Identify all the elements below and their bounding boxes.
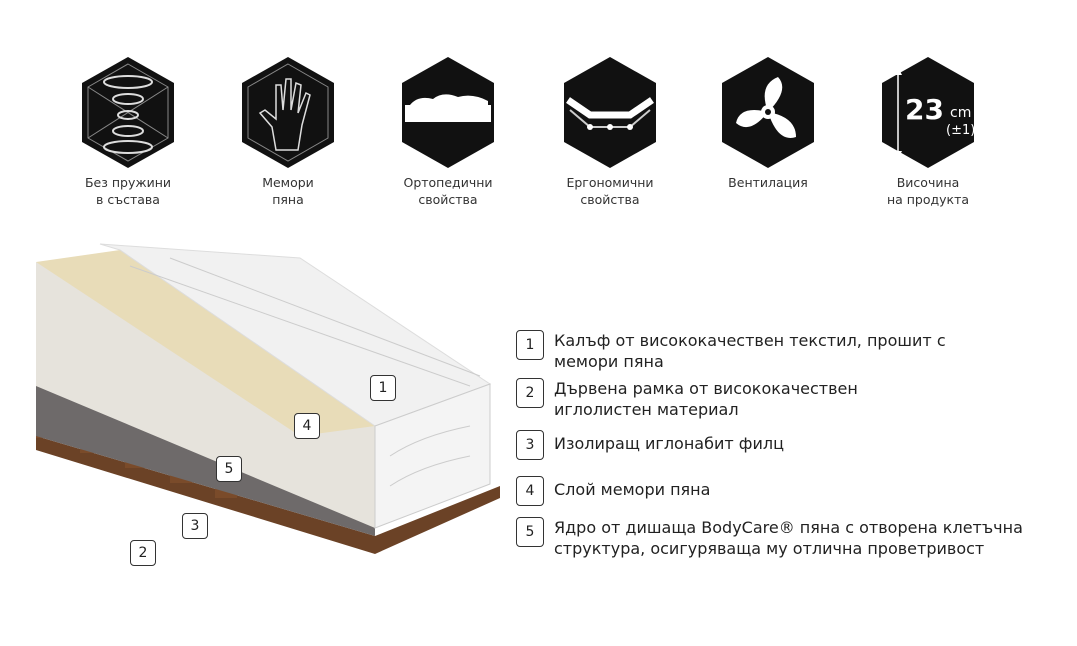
legend-text: Слой мемори пяна	[554, 480, 711, 499]
legend-number: 4	[516, 476, 544, 506]
legend-item: 5 Ядро от дишаща BodyCare® пяна с отворен…	[516, 517, 1034, 559]
feature-label: Вентилация	[728, 175, 808, 190]
memory-foam-layer	[36, 250, 375, 436]
feature-label: свойства	[418, 192, 478, 207]
height-value: 23	[905, 93, 944, 126]
height-tolerance: (±1)	[946, 123, 976, 138]
legend-item: 4 Слой мемори пяна	[516, 476, 1034, 506]
feature-label: на продукта	[886, 192, 970, 207]
callout-5: 5	[216, 456, 242, 482]
legend-text: Изолиращ иглонабит филц	[554, 434, 784, 453]
legend-number: 2	[516, 378, 544, 408]
core-foam-front	[36, 262, 375, 528]
callout-3: 3	[182, 513, 208, 539]
mattress-illustration	[36, 243, 500, 554]
legend-number: 5	[516, 517, 544, 547]
fan-icon	[722, 57, 814, 168]
feature-label: Ортопедични	[403, 175, 493, 190]
legend-item: 3 Изолиращ иглонабит филц	[516, 430, 1034, 460]
feature-no-springs: Без пружини в състава	[58, 55, 198, 208]
feature-orthopedic: Ортопедични свойства	[378, 55, 518, 208]
legend-text: Ядро от дишаща BodyCare® пяна с отворена…	[554, 518, 1023, 558]
no-springs-icon	[82, 57, 174, 168]
legend-item: 1 Калъф от висококачествен текстил, проши…	[516, 330, 974, 372]
feature-ventilation: Вентилация	[698, 55, 838, 191]
height-unit: cm	[950, 105, 972, 121]
feature-height: 23 cm (±1) Височина на продукта	[858, 55, 998, 208]
feature-label: пяна	[272, 192, 304, 207]
legend-text: Дървена рамка от висококачествен иглолис…	[554, 379, 858, 419]
feature-memory-foam: Мемори пяна	[218, 55, 358, 208]
ergonomic-frame-icon	[564, 57, 656, 168]
feature-ergonomic: Ергономични свойства	[540, 55, 680, 208]
feature-label: Без пружини	[84, 175, 172, 190]
feature-label: Мемори	[262, 175, 314, 190]
legend-number: 3	[516, 430, 544, 460]
callout-4: 4	[294, 413, 320, 439]
legend-item: 2 Дървена рамка от висококачествен иглоли…	[516, 378, 874, 420]
feature-label: Ергономични	[566, 175, 654, 190]
cover-end	[374, 383, 491, 529]
legend-number: 1	[516, 330, 544, 360]
feature-label: в състава	[96, 192, 160, 207]
height-icon	[882, 57, 974, 168]
callout-2: 2	[130, 540, 156, 566]
feature-label: свойства	[580, 192, 640, 207]
legend-text: Калъф от висококачествен текстил, прошит…	[554, 331, 946, 371]
hand-icon	[242, 57, 334, 168]
callout-1: 1	[370, 375, 396, 401]
body-on-mattress-icon	[402, 57, 494, 168]
feature-label: Височина	[896, 175, 960, 190]
